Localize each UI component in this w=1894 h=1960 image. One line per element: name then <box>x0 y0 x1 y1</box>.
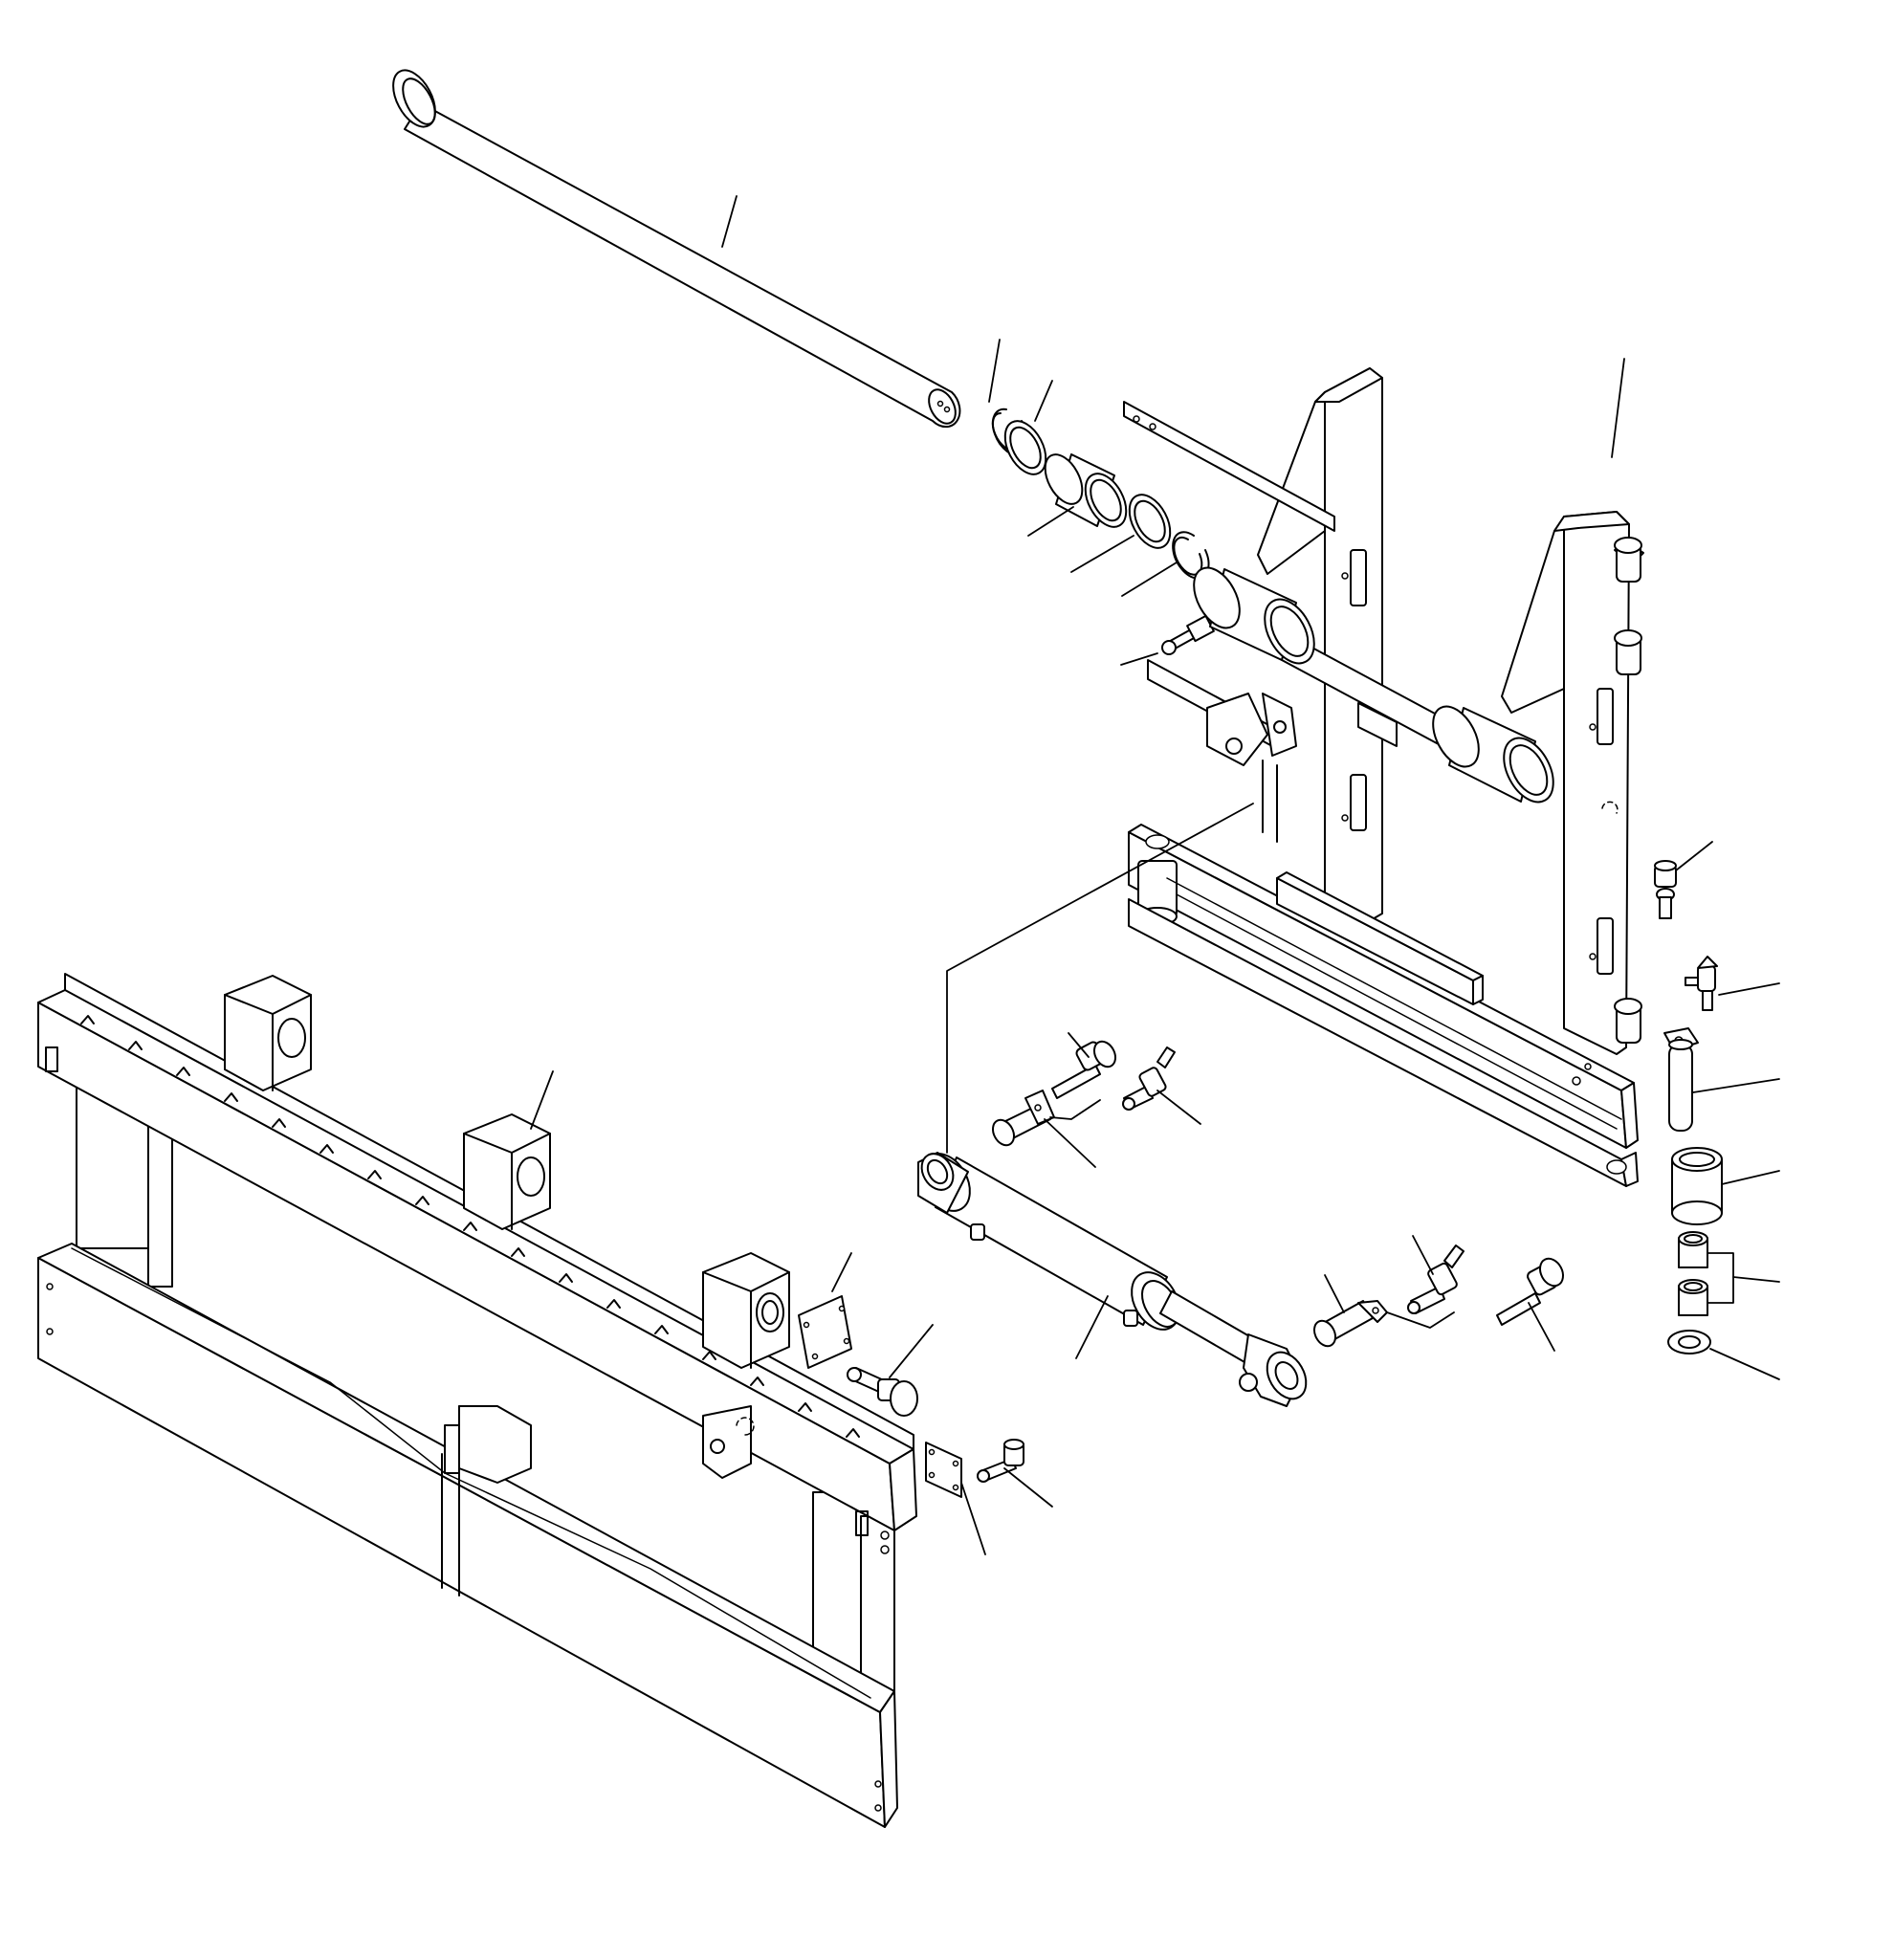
mount-block-icon <box>224 975 312 1091</box>
bolt-icon <box>847 1324 934 1417</box>
cylinder-pin-icon <box>1312 1274 1455 1348</box>
hydraulic-cylinder-icon <box>917 803 1308 1407</box>
shim-washer-icon <box>1070 494 1172 573</box>
mount-block-icon <box>702 1252 790 1369</box>
grease-fitting-icon <box>1120 614 1215 666</box>
bushing-icon <box>1193 566 1315 665</box>
bushing-icon <box>1432 705 1554 804</box>
elbow-fitting-icon <box>1407 1235 1465 1314</box>
bolt-icon <box>1496 1257 1564 1352</box>
spacer-icon <box>1678 1231 1708 1268</box>
washer-icon <box>1667 1330 1780 1380</box>
knob-boss-icon <box>1614 629 1642 675</box>
bushing-icon <box>1027 453 1128 537</box>
cylinder-pin-icon <box>991 1090 1101 1168</box>
bolt-icon <box>1654 841 1713 919</box>
spacer-icon <box>1678 1279 1708 1316</box>
leader-line <box>721 195 738 248</box>
carriage-frame-icon <box>37 973 917 1828</box>
bolt-icon <box>977 1439 1053 1508</box>
knob-boss-icon <box>1614 998 1642 1044</box>
mount-block-icon <box>463 1070 554 1230</box>
elbow-fitting-icon <box>1685 956 1780 1011</box>
pin-shaft-icon <box>392 69 961 429</box>
knob-boss-icon <box>1614 537 1644 583</box>
bolt-icon <box>1051 1032 1117 1099</box>
cylinder-pin-icon <box>1663 1027 1780 1132</box>
shim-washer-icon <box>1003 380 1053 475</box>
spacer-icon <box>1671 1147 1780 1225</box>
pivot-frame-icon <box>1123 358 1644 1187</box>
plate-icon <box>798 1252 852 1369</box>
elbow-fitting-icon <box>1122 1046 1201 1125</box>
plate-icon <box>925 1442 986 1555</box>
